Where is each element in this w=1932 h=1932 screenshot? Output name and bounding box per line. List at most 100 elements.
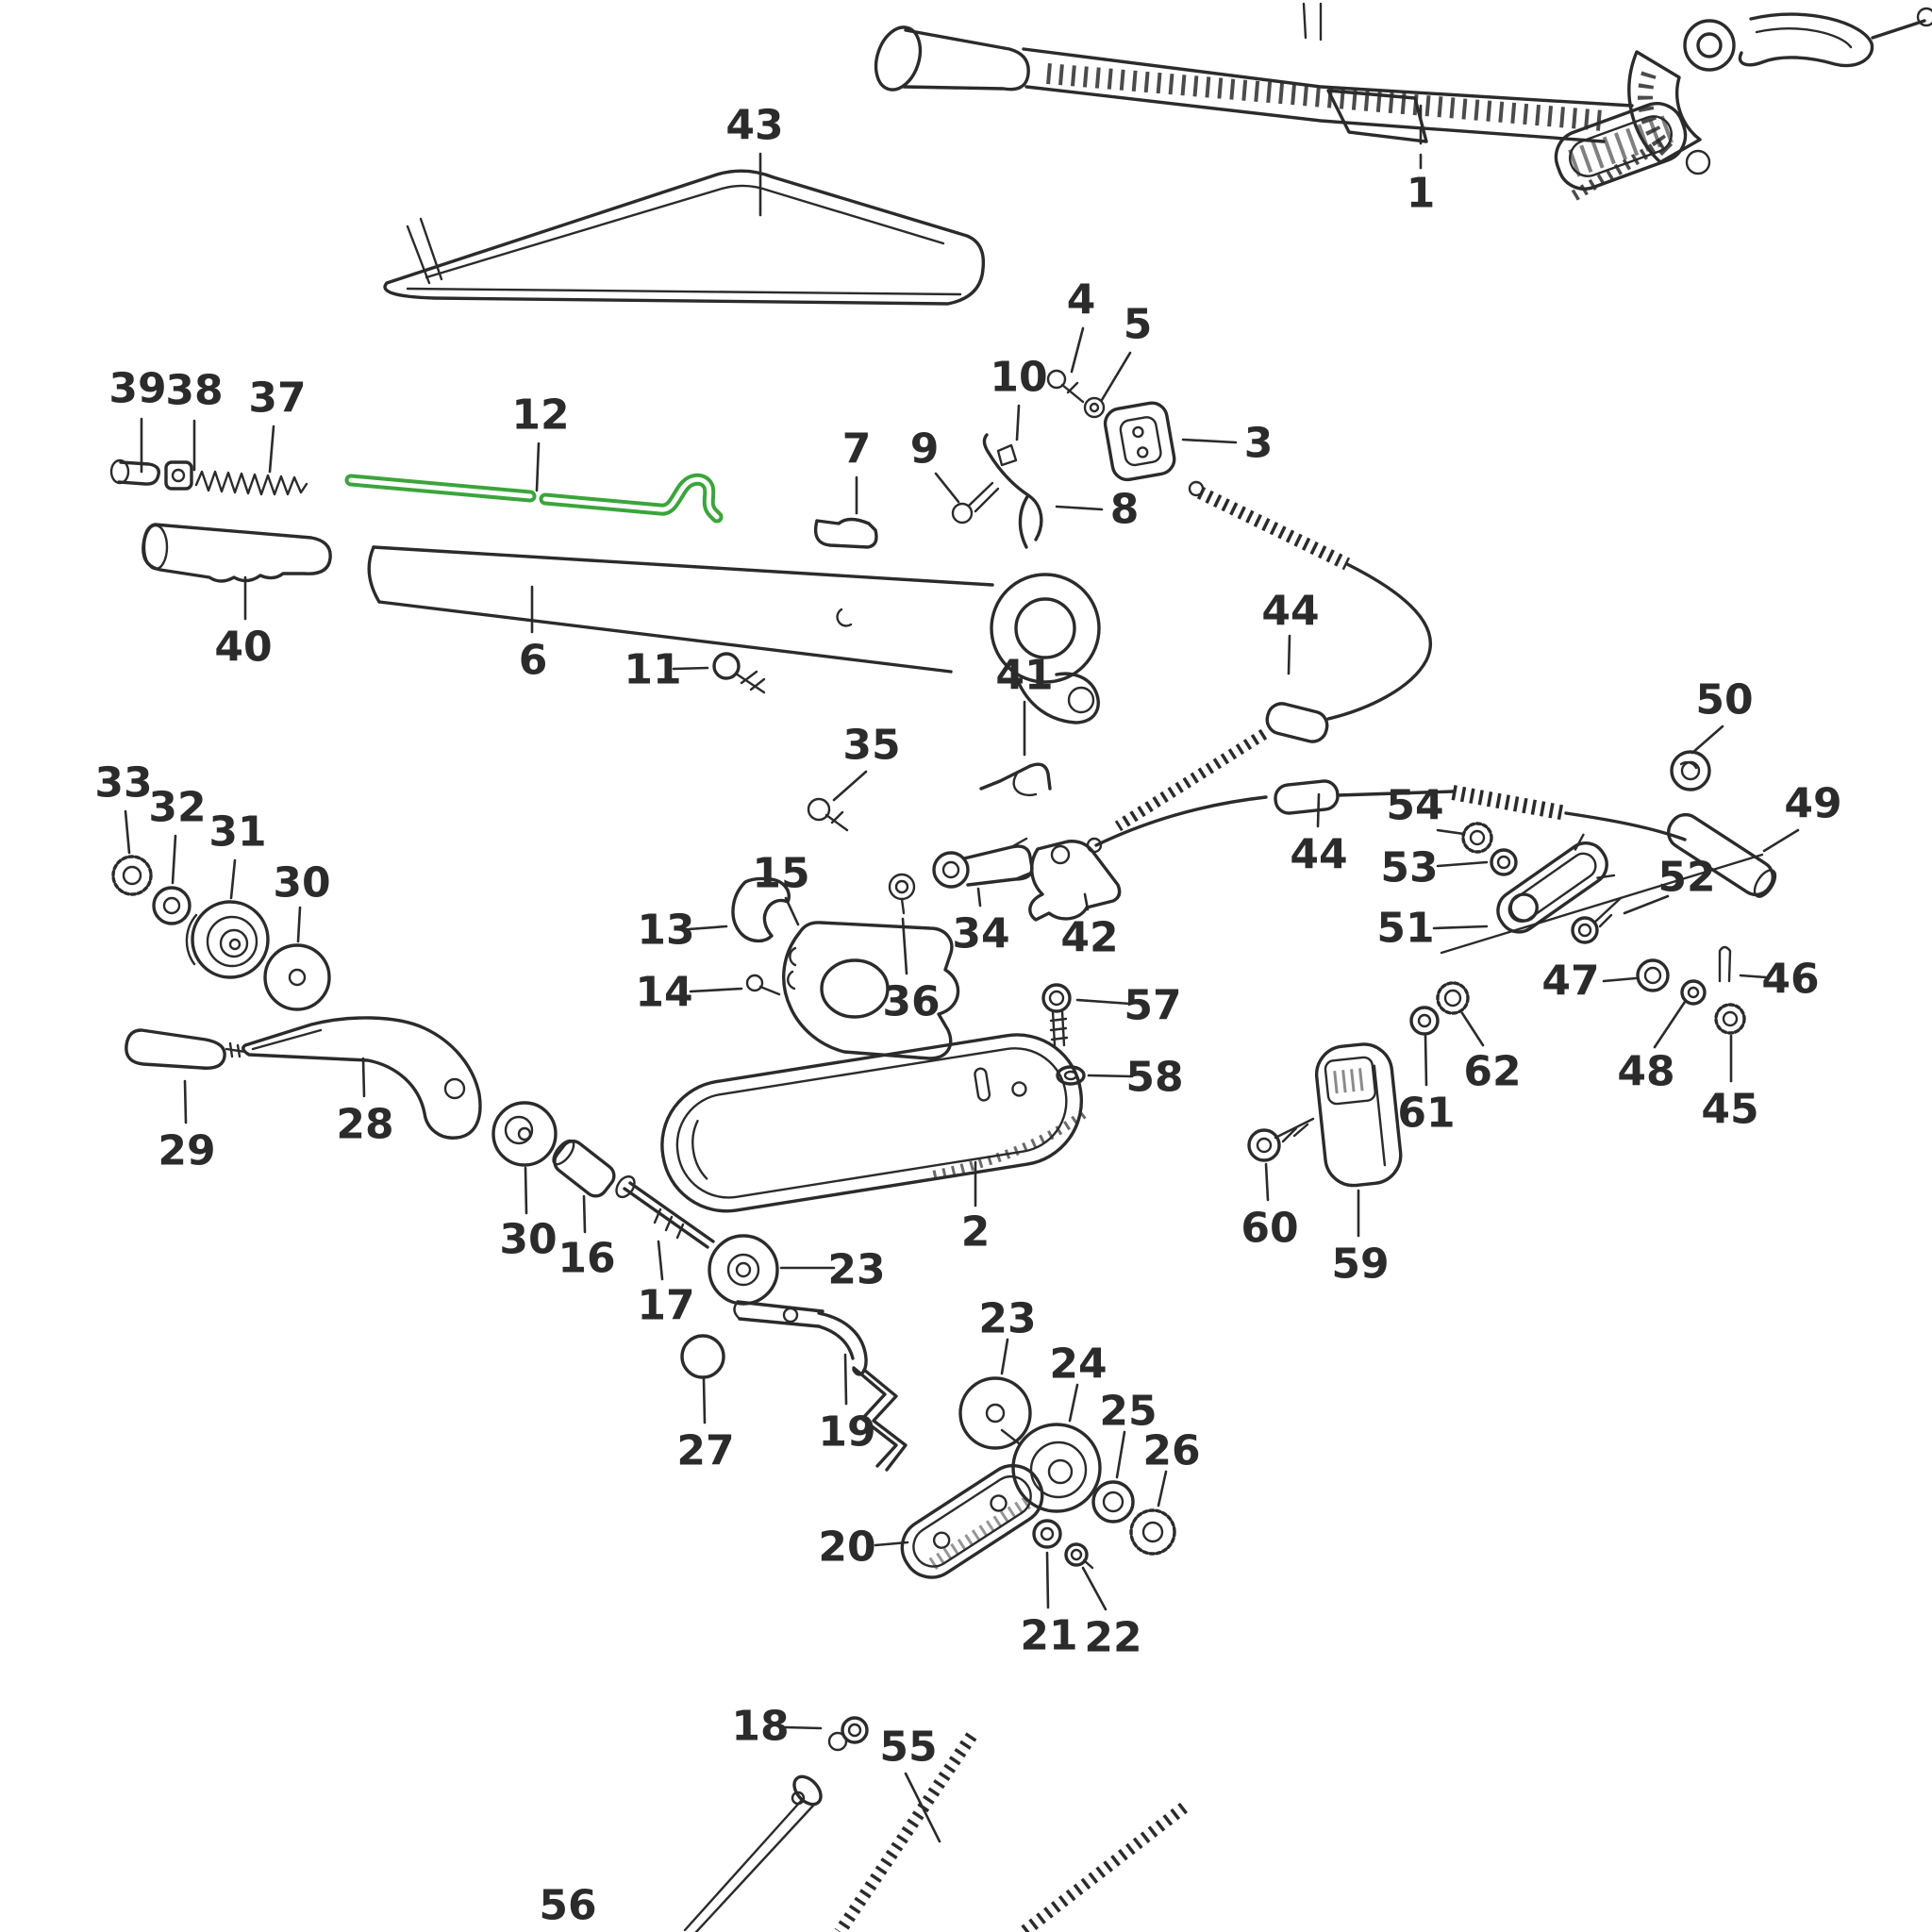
part-55-threaded-rod [834, 1732, 977, 1932]
leader-line-5-7 [1100, 351, 1132, 402]
leader-line-34-32 [976, 887, 982, 908]
part-23-disc-a [708, 1234, 779, 1306]
part-39-bushing [109, 458, 160, 486]
leader-line-31-22 [229, 858, 237, 900]
part-34-clevis-link [932, 837, 1034, 889]
part-21-washer [1032, 1519, 1062, 1549]
part-label-43-0: 43 [725, 102, 783, 150]
leader-line-16-49 [582, 1194, 587, 1234]
part-45-nut [1714, 1003, 1746, 1035]
part-4-screw [1046, 369, 1085, 404]
part-label-24-56: 24 [1049, 1341, 1107, 1389]
part-60-bolt [1247, 1117, 1315, 1162]
part-label-29-45: 29 [158, 1127, 215, 1175]
leader-line-44-17 [1287, 634, 1291, 675]
leader-line-8-11 [1055, 505, 1104, 511]
leader-line-29-45 [183, 1079, 188, 1124]
part-label-60-47: 60 [1241, 1205, 1298, 1253]
leader-line-12-5 [535, 441, 541, 492]
leader-line-52-29 [1623, 894, 1670, 915]
leader-line-9-10 [934, 472, 960, 504]
part-label-1-1: 1 [1407, 170, 1436, 218]
part-22-screw [1064, 1542, 1094, 1570]
part-61-washer [1409, 1006, 1440, 1036]
part-label-48-40: 48 [1617, 1048, 1674, 1096]
part-8-hook-lever [982, 433, 1043, 549]
leader-line-25-57 [1115, 1430, 1126, 1479]
leader-line-11-15 [672, 666, 709, 671]
leader-line-50-18 [1690, 724, 1724, 755]
leader-line-3-12 [1181, 438, 1238, 444]
part-36-grommet [888, 873, 916, 915]
part-19-lever [733, 1300, 908, 1472]
parts-artwork [109, 2, 1932, 1932]
part-label-62-42: 62 [1463, 1048, 1521, 1096]
part-label-52-29: 52 [1657, 854, 1715, 902]
part-label-59-46: 59 [1331, 1241, 1389, 1289]
part-44-cable-upper [1114, 480, 1432, 832]
part-30-disc-a [263, 943, 331, 1011]
part-40-grip [142, 523, 332, 583]
part-label-4-6: 4 [1067, 276, 1096, 325]
part-35-screw [807, 797, 849, 832]
part-label-23-55: 23 [978, 1295, 1036, 1343]
part-label-14-35: 14 [635, 969, 692, 1017]
part-28-lever [242, 1016, 482, 1140]
part-label-53-25: 53 [1380, 844, 1438, 892]
leader-line-33-20 [124, 809, 131, 855]
leader-line-58-37 [1087, 1074, 1134, 1078]
leader-line-28-44 [361, 1057, 366, 1098]
part-label-13-30: 13 [637, 907, 694, 955]
leader-line-37-4 [268, 425, 275, 474]
leader-line-44-27 [1316, 792, 1321, 828]
part-label-6-14: 6 [519, 637, 548, 685]
part-7-bracket [813, 517, 878, 549]
part-27-ball [680, 1334, 725, 1379]
part-label-3-12: 3 [1244, 420, 1274, 468]
part-44-cable-lower [1086, 779, 1687, 854]
part-43-boot [383, 169, 986, 306]
part-label-36-34: 36 [882, 978, 940, 1026]
leader-line-26-58 [1157, 1470, 1168, 1507]
leader-line-20-59 [874, 1541, 909, 1547]
part-label-37-4: 37 [248, 375, 306, 423]
part-23-disc-b [958, 1376, 1032, 1450]
leader-line-48-40 [1653, 1000, 1687, 1049]
leader-line-57-36 [1075, 998, 1132, 1006]
part-label-45-41: 45 [1701, 1086, 1758, 1134]
leader-line-54-24 [1436, 828, 1466, 836]
part-12-rod-highlighted [344, 473, 724, 524]
part-label-20-59: 20 [818, 1524, 875, 1572]
part-9-pin [951, 481, 1000, 525]
part-label-38-3: 38 [165, 367, 223, 415]
leader-line-62-42 [1460, 1011, 1485, 1047]
part-label-32-21: 32 [148, 784, 206, 832]
leader-line-24-56 [1068, 1383, 1079, 1423]
leader-line-27-53 [702, 1377, 707, 1424]
part-46-pin [1718, 945, 1732, 983]
part-label-55-63: 55 [879, 1724, 937, 1772]
leader-line-4-6 [1070, 326, 1085, 374]
part-54-nut [1461, 822, 1493, 854]
part-label-23-51: 23 [827, 1246, 885, 1294]
part-17-pin [615, 1174, 715, 1249]
part-2-base-plate [660, 1033, 1091, 1213]
part-label-16-49: 16 [558, 1235, 615, 1283]
part-label-26-58: 26 [1142, 1427, 1200, 1475]
part-label-31-22: 31 [208, 808, 266, 857]
part-38-nut [164, 460, 193, 491]
part-62-nut [1436, 981, 1470, 1015]
part-15-bracket [782, 921, 960, 1060]
part-16-sleeve [552, 1139, 616, 1198]
leader-line-60-47 [1264, 1162, 1270, 1202]
part-label-27-53: 27 [676, 1427, 734, 1475]
part-53-washer [1490, 848, 1518, 876]
part-label-2-52: 2 [961, 1208, 991, 1257]
part-33-nut [111, 855, 153, 896]
part-37-spring [194, 470, 308, 496]
part-31-pulley [185, 900, 270, 979]
part-25-washer [1091, 1480, 1135, 1524]
leader-line-19-54 [843, 1353, 848, 1406]
part-11-screw [712, 652, 766, 694]
